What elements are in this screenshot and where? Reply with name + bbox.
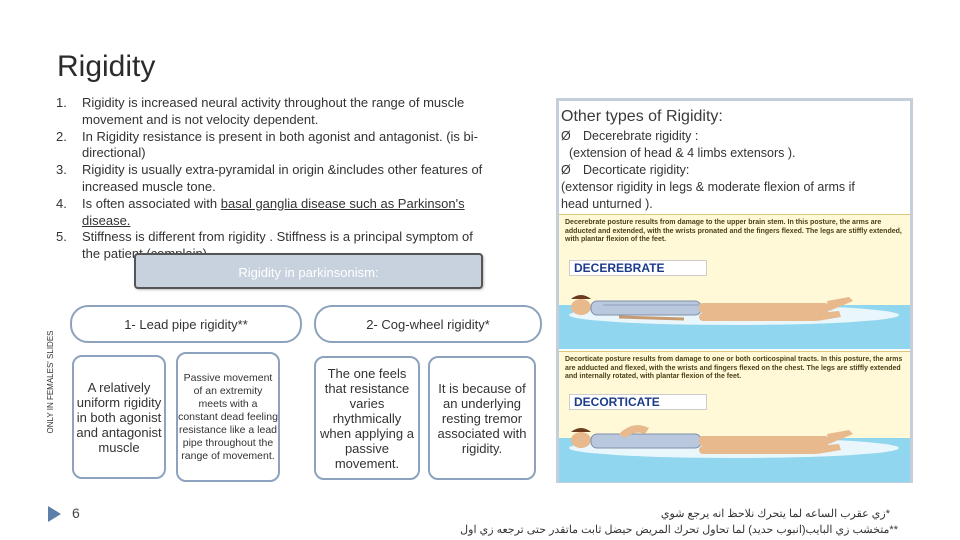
rigidity-points-list: 1. Rigidity is increased neural activity… — [50, 95, 520, 263]
point-number: 2. — [56, 128, 67, 144]
point-line: movement and is not velocity dependent. — [82, 111, 319, 127]
lead-pipe-detail-box: Passive movement of an extremity meets w… — [176, 352, 280, 482]
point-number: 1. — [56, 95, 67, 110]
parkinsonism-banner: Rigidity in parkinsonism: — [134, 253, 483, 289]
cog-wheel-heading: 2- Cog-wheel rigidity* — [314, 305, 542, 343]
decerebrate-caption: Decerebrate posture results from damage … — [565, 219, 902, 243]
point-line: Rigidity is increased neural activity th… — [82, 95, 465, 110]
underlined-phrase: disease. — [82, 212, 131, 228]
decorticate-label: DECORTICATE — [569, 394, 707, 410]
cog-wheel-description-box: The one feels that resistance varies rhy… — [314, 356, 420, 480]
other-type-line: head unturned ). — [561, 197, 653, 211]
slide-title: Rigidity — [57, 50, 156, 83]
point-line: directional) — [82, 145, 146, 161]
point-line: increased muscle tone. — [82, 178, 216, 194]
other-type-line: Decerebrate rigidity : — [583, 129, 699, 143]
box-text: It is because of an underlying resting t… — [437, 380, 527, 456]
box-text: Passive movement of an extremity meets w… — [178, 371, 278, 462]
decerebrate-label: DECEREBRATE — [569, 260, 707, 276]
footnote-leadpipe: **متخشب زي البايب(انبوب حديد) لما تحاول … — [460, 524, 898, 536]
arrow-bullet-icon: Ø — [561, 163, 571, 177]
cog-wheel-detail-box: It is because of an underlying resting t… — [428, 356, 536, 480]
point-line: Stiffness is different from rigidity . S… — [82, 229, 473, 245]
point-line: In Rigidity resistance is present in bot… — [82, 128, 478, 144]
other-type-line: Decorticate rigidity: — [583, 163, 690, 177]
other-types-title: Other types of Rigidity: — [561, 108, 723, 125]
other-types-text: Ø Decerebrate rigidity : (extension of he… — [561, 128, 911, 213]
other-type-line: (extension of head & 4 limbs extensors )… — [569, 146, 796, 160]
point-number: 5. — [56, 229, 67, 245]
play-triangle-icon — [48, 506, 61, 522]
decerebrate-illustration — [559, 295, 910, 349]
arrow-bullet-icon: Ø — [561, 129, 571, 143]
other-type-line: (extensor rigidity in legs & moderate fl… — [561, 180, 855, 194]
decorticate-figure: Decorticate posture results from damage … — [559, 351, 910, 482]
footnote-cogwheel: *زي عقرب الساعه لما يتحرك نلاحظ انه يرجع… — [660, 508, 890, 520]
point-line: Rigidity is usually extra-pyramidal in o… — [82, 162, 483, 178]
point-item: 3. Rigidity is usually extra-pyramidal i… — [50, 162, 520, 196]
point-item: 2. In Rigidity resistance is present in … — [50, 129, 520, 163]
point-number: 3. — [56, 162, 67, 178]
lead-pipe-description-box: A relatively uniform rigidity in both ag… — [72, 355, 166, 479]
decerebrate-figure: Decerebrate posture results from damage … — [559, 214, 910, 349]
decorticate-caption: Decorticate posture results from damage … — [565, 356, 903, 380]
females-slides-note: ONLY IN FEMALES' SLIDES — [46, 330, 55, 434]
page-number: 6 — [72, 505, 80, 521]
point-number: 4. — [56, 195, 67, 211]
point-item: 4. Is often associated with basal gangli… — [50, 196, 520, 230]
lead-pipe-heading: 1- Lead pipe rigidity** — [70, 305, 302, 343]
point-line: Is often associated with — [82, 195, 221, 211]
point-item: 1. Rigidity is increased neural activity… — [50, 95, 520, 129]
decorticate-illustration — [559, 425, 910, 482]
underlined-phrase: basal ganglia disease such as Parkinson'… — [220, 195, 465, 211]
box-text: A relatively uniform rigidity in both ag… — [76, 379, 162, 455]
box-text: The one feels that resistance varies rhy… — [320, 365, 414, 471]
